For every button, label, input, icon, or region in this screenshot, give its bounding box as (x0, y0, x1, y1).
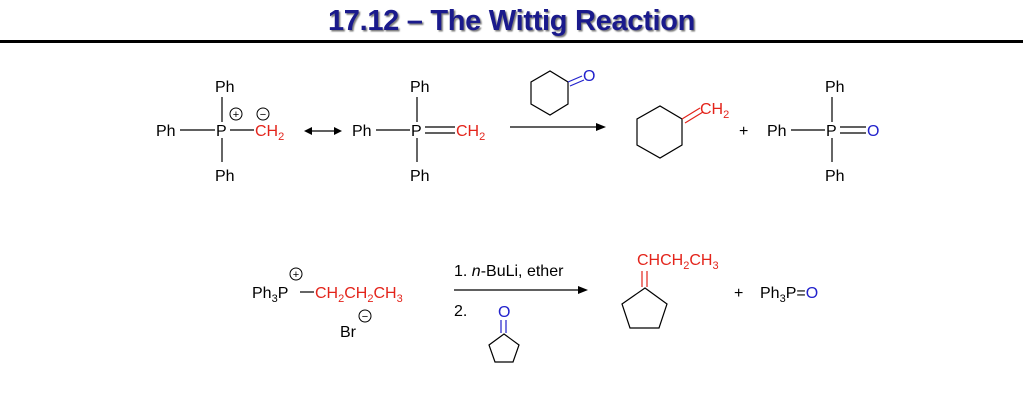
slide-title: 17.12 – The Wittig Reaction (327, 5, 696, 37)
ylide-resonance-form-1: Ph Ph P + − CH2 Ph (156, 79, 284, 185)
carbonyl-bond-1 (567, 75, 583, 83)
phenyl-label-left: Ph (767, 123, 787, 140)
cyclopentane-ring (621, 287, 668, 329)
methylene-label: CH2 (700, 101, 729, 121)
positive-charge-circle (229, 107, 243, 121)
phenyl-label-top: Ph (215, 79, 235, 96)
title-divider (0, 40, 1023, 43)
triphenylphosphonium-label: Ph3P (252, 285, 288, 305)
plus-sign-row-1: + (739, 123, 748, 140)
reaction-conditions: 1. n-BuLi, ether 2. (454, 263, 588, 320)
propyl-chain-label: CH2CH2CH3 (315, 285, 403, 305)
ylide-carbon-label: CH2 (456, 123, 485, 143)
bromide-label: Br (340, 324, 357, 341)
phosphorus-label: P (216, 123, 227, 140)
reagent-cyclopentanone: O (488, 304, 520, 363)
phosphorus-label: P (826, 123, 837, 140)
reaction-arrow-1 (510, 123, 606, 131)
phenyl-label-top: Ph (410, 79, 430, 96)
triphenylphosphine-oxide-label: Ph3P=O (760, 285, 818, 305)
phosphorus-label: P (411, 123, 422, 140)
oxygen-label: O (583, 68, 595, 85)
positive-charge-sign: + (293, 269, 299, 281)
negative-charge-sign: − (362, 311, 368, 323)
product-propylidenecyclopentane: CHCH2CH3 (621, 252, 719, 329)
positive-charge-sign: + (233, 109, 239, 121)
cyclohexane-ring (636, 105, 683, 159)
step-2-label: 2. (454, 303, 467, 320)
ylide-resonance-form-2: Ph Ph P CH2 Ph (352, 79, 485, 185)
exocyclic-double-bond-1 (681, 107, 701, 120)
phosphonium-salt: Ph3P + CH2CH2CH3 Br − (252, 267, 403, 341)
oxygen-label: O (867, 123, 879, 140)
carbanion-label: CH2 (255, 123, 284, 143)
negative-charge-circle (358, 309, 372, 323)
phenyl-label-bottom: Ph (825, 168, 845, 185)
phenyl-label-left: Ph (352, 123, 372, 140)
phenyl-label-left: Ph (156, 123, 176, 140)
product-phosphine-oxide: Ph Ph P O Ph (767, 79, 879, 185)
propylidene-label: CHCH2CH3 (637, 252, 719, 272)
phenyl-label-top: Ph (825, 79, 845, 96)
carbonyl-bond-2 (569, 79, 585, 87)
reagent-cyclohexanone: O (530, 68, 595, 116)
phenyl-label-bottom: Ph (410, 168, 430, 185)
oxygen-label: O (498, 304, 510, 321)
exocyclic-double-bond-2 (684, 111, 704, 124)
positive-charge-circle (289, 267, 303, 281)
product-methylenecyclohexane: CH2 (636, 101, 729, 159)
plus-sign-row-2: + (734, 285, 743, 302)
negative-charge-sign: − (260, 109, 266, 121)
cyclopentane-ring (488, 333, 520, 363)
reaction-arrow-2-head (578, 286, 588, 294)
resonance-arrow (304, 127, 342, 135)
phenyl-label-bottom: Ph (215, 168, 235, 185)
step-1-label: 1. n-BuLi, ether (454, 263, 564, 280)
negative-charge-circle (256, 107, 270, 121)
